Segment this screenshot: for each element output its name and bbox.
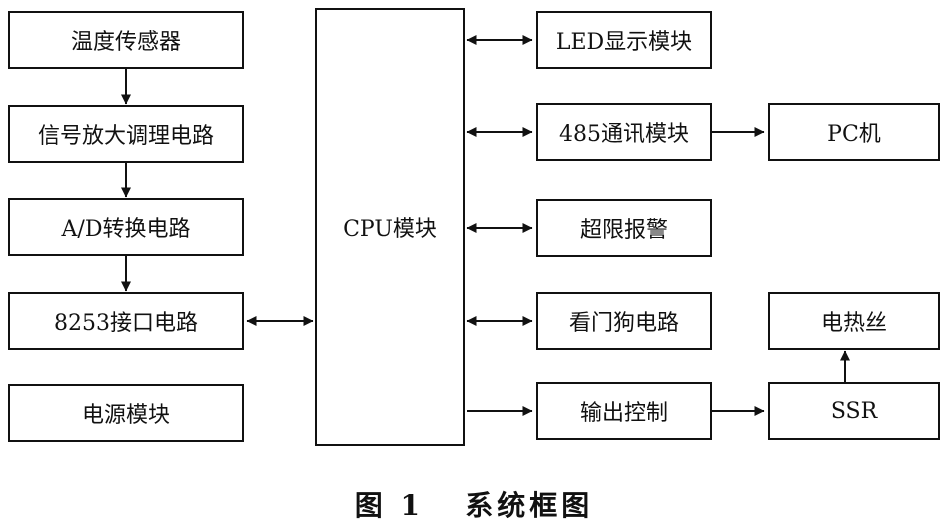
output-control-block: 输出控制 (536, 382, 712, 440)
signal-amplifier-block: 信号放大调理电路 (8, 105, 244, 163)
led-display-block: LED显示模块 (536, 11, 712, 69)
interface-8253-block: 8253接口电路 (8, 292, 244, 350)
figure-caption: 图 1 系统框图 (354, 489, 594, 522)
ad-converter-block: A/D转换电路 (8, 198, 244, 256)
ssr-block: SSR (768, 382, 940, 440)
power-module-block: 电源模块 (8, 384, 244, 442)
cpu-module-block: CPU模块 (315, 8, 465, 446)
pc-block: PC机 (768, 103, 940, 161)
overlimit-alarm-block: 超限报警 (536, 199, 712, 257)
watchdog-block: 看门狗电路 (536, 292, 712, 350)
heater-wire-block: 电热丝 (768, 292, 940, 350)
comm-485-block: 485通讯模块 (536, 103, 712, 161)
temperature-sensor-block: 温度传感器 (8, 11, 244, 69)
